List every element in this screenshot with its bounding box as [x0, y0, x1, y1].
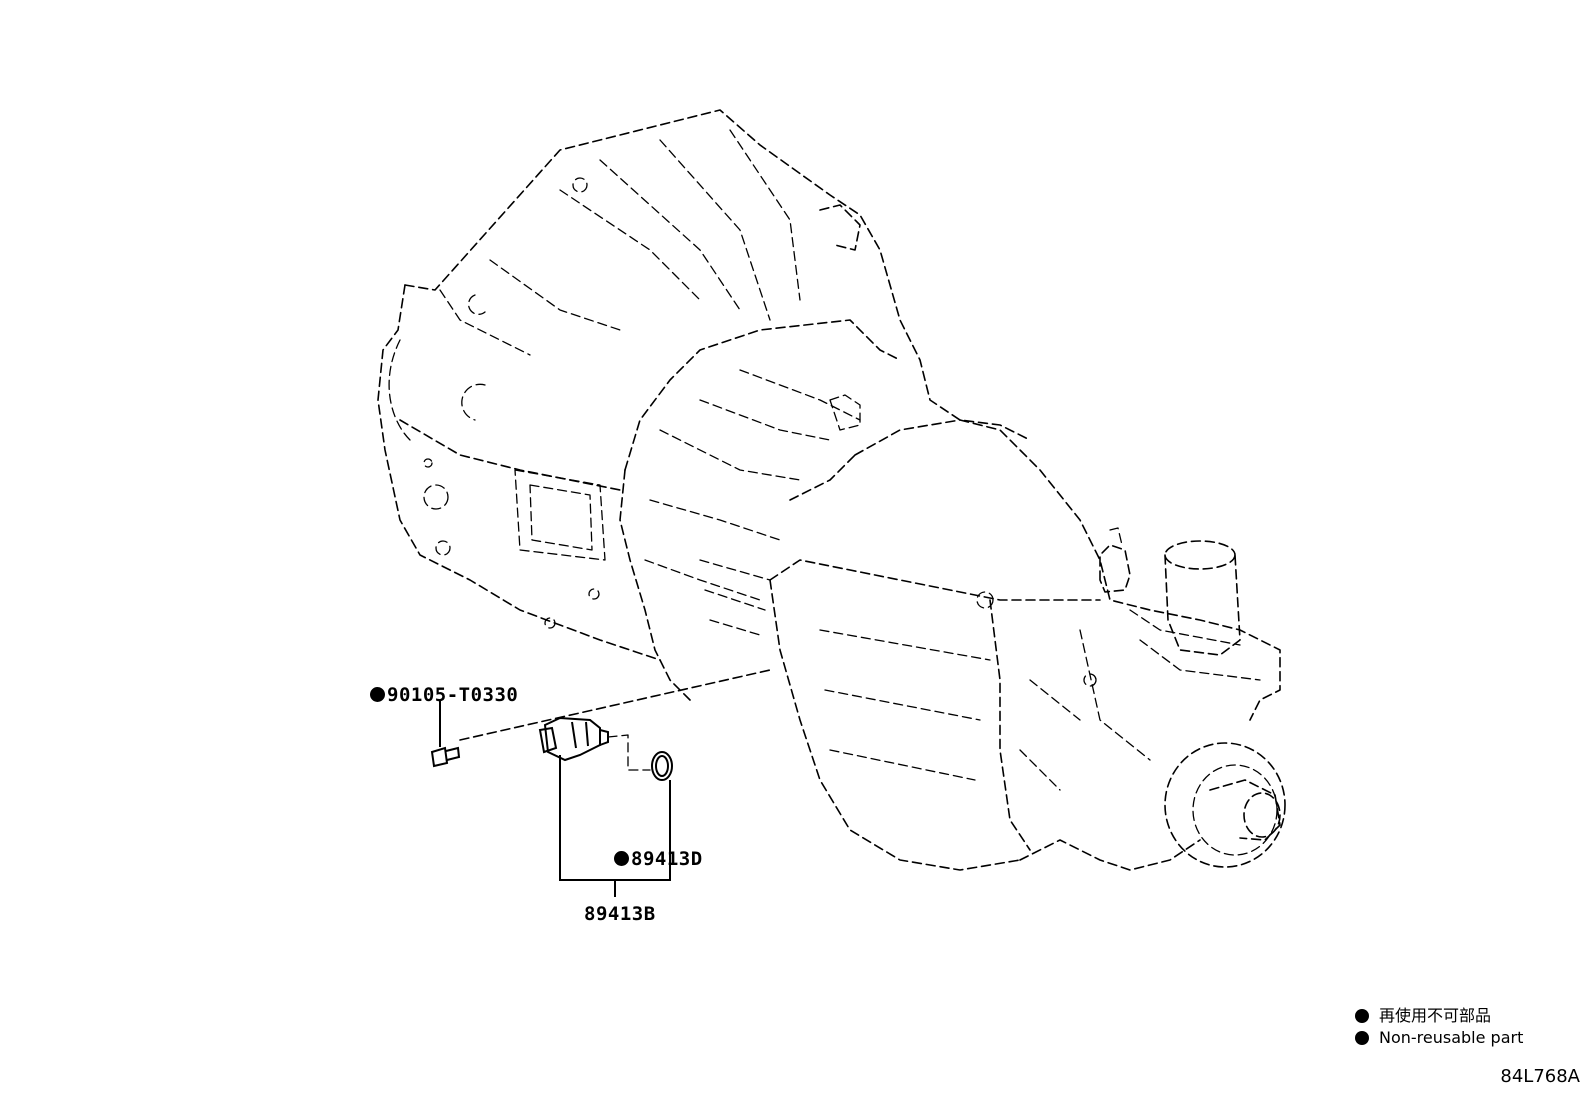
speed-sensor-part: [538, 716, 651, 771]
label-sensor-assembly: 89413B: [584, 903, 656, 925]
non-reusable-dot-icon: [1355, 1031, 1369, 1045]
label-leaders: [559, 755, 671, 897]
legend-en: Non-reusable part: [1355, 1028, 1523, 1047]
oring-part: [651, 751, 673, 781]
output-tower: [1129, 540, 1261, 681]
figure-code: 84L768A: [1500, 1066, 1580, 1087]
legend-ja: 再使用不可部品: [1355, 1002, 1491, 1026]
output-flange: [1164, 742, 1286, 868]
bolt-part: [430, 700, 461, 768]
label-oring: 89413D: [614, 848, 703, 870]
non-reusable-dot-icon: [370, 687, 385, 702]
sensor-leader-dashed: [459, 669, 771, 741]
bell-housing-outline: [377, 109, 1031, 661]
non-reusable-dot-icon: [614, 851, 629, 866]
label-bolt: 90105-T0330: [370, 684, 518, 706]
intermediate-case-outline: [619, 319, 901, 701]
non-reusable-dot-icon: [1355, 1009, 1369, 1023]
extension-housing-outline: [769, 419, 1281, 871]
